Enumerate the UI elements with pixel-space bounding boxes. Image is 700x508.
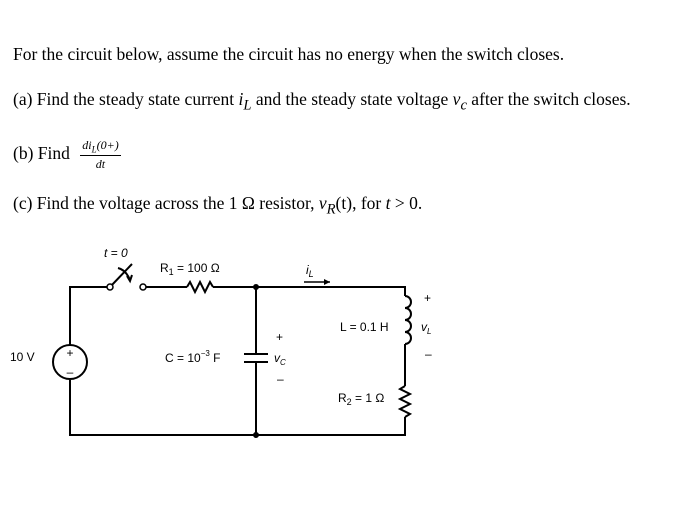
resistor-r2	[397, 385, 413, 418]
inductor-label: L = 0.1 H	[340, 320, 389, 334]
vl-minus: –	[425, 347, 432, 361]
part-c-t: t	[385, 193, 391, 213]
switch-label: t = 0	[104, 246, 128, 260]
fraction-numerator: diL(0+)	[80, 138, 121, 157]
source-label: 10 V	[10, 350, 35, 364]
current-arrow-head	[324, 279, 330, 285]
switch-arrow	[126, 274, 133, 284]
derivative-fraction: diL(0+) dt	[80, 138, 121, 172]
part-c-sub: R	[326, 201, 336, 218]
switch-contact-right	[139, 283, 147, 291]
part-a-sub2: c	[460, 97, 467, 114]
junction-bottom	[253, 432, 259, 438]
part-a: (a) Find the steady state current iL and…	[13, 89, 631, 115]
wire-top-left	[69, 286, 110, 345]
wire-bottom	[69, 380, 406, 436]
voltage-source	[52, 344, 88, 380]
part-c-arg: (t)	[335, 193, 353, 213]
part-a-prefix: (a) Find the steady state current	[13, 89, 239, 109]
r2-label: R2 = 1 Ω	[338, 391, 384, 407]
vc-plus: +	[276, 330, 283, 344]
problem-intro: For the circuit below, assume the circui…	[13, 44, 564, 65]
part-a-suffix: after the switch closes.	[466, 89, 631, 109]
circuit-diagram: + – t = 0 R1 = 100 Ω iL L = 0.1 H + vL –…	[10, 246, 432, 438]
part-a-sub1: L	[243, 97, 252, 114]
vc-label: vC	[274, 351, 286, 367]
capacitor-label-text: C = 10−3 F	[165, 349, 221, 365]
switch-contact-left	[106, 283, 114, 291]
part-c-prefix: (c) Find the voltage across the 1 Ω resi…	[13, 193, 319, 213]
vl-label: vL	[421, 320, 431, 336]
intro-text: For the circuit below, assume the circui…	[13, 44, 565, 64]
part-b: (b) Find diL(0+) dt	[13, 138, 121, 172]
source-minus: –	[67, 365, 74, 379]
switch-blade	[109, 263, 133, 288]
fraction-denominator: dt	[95, 157, 106, 172]
part-a-var2: v	[452, 89, 461, 109]
part-c-suffix: > 0.	[390, 193, 423, 213]
part-a-var1: i	[238, 89, 244, 109]
wire-top-right	[213, 286, 406, 296]
part-b-prefix: (b) Find	[13, 143, 70, 164]
part-a-middle: and the steady state voltage	[251, 89, 453, 109]
part-c-var: v	[318, 193, 327, 213]
part-c: (c) Find the voltage across the 1 Ω resi…	[13, 193, 422, 219]
source-plus: +	[66, 346, 73, 360]
inductor-l	[404, 295, 412, 345]
part-c-middle: , for	[352, 193, 386, 213]
current-label: iL	[306, 263, 314, 279]
resistor-r1	[186, 279, 214, 295]
junction-top	[253, 284, 259, 290]
r1-label: R1 = 100 Ω	[160, 261, 220, 277]
vl-plus: +	[424, 291, 431, 305]
vc-minus: –	[277, 372, 284, 386]
